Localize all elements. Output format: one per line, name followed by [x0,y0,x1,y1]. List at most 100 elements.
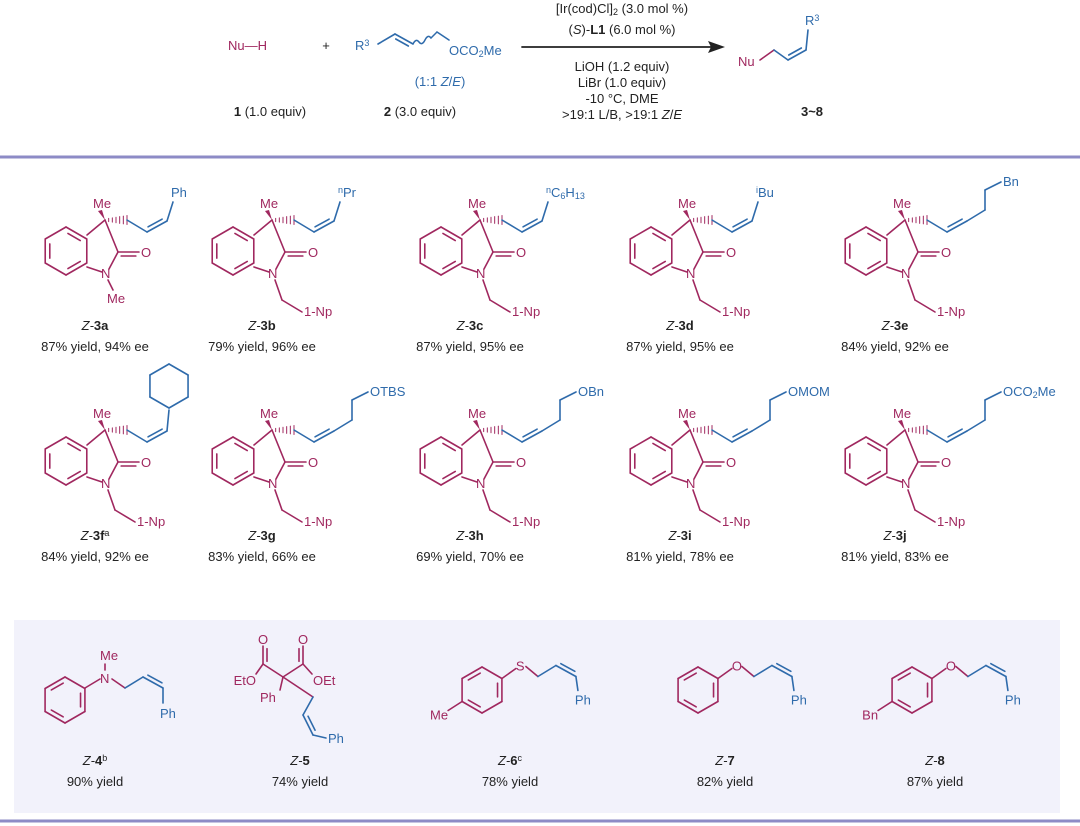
text-segment: 3g [261,528,276,543]
compound-3g-chain [351,391,369,401]
compound-3f-chain [166,409,170,432]
compound-8-bond [931,667,947,680]
compound-3j-c2-n [908,461,919,480]
compound-3g-r-label: OTBS [370,384,406,399]
text-segment: Z- [456,318,470,333]
compound-5-ph-vinyl: Ph [328,731,344,746]
compound-3b-c3-c2 [271,219,286,253]
compound-5-chain [312,734,327,739]
compound-3b-benzene-bond [211,226,234,240]
text-segment: E [452,74,461,89]
compound-3c-benzene-bond [440,262,463,276]
compound-3f-c3-c2 [104,429,119,463]
compound-3e-c3-methyl: Me [893,196,911,211]
compound-6-benzene-inner-bond [467,699,481,708]
compound-3i-ch2-np-bond [699,509,721,523]
text-segment: / [449,74,453,89]
text-segment: 13 [575,191,585,201]
text-segment: (6.0 mol %) [605,22,675,37]
compound-3i-benzene-bond [629,436,652,450]
compound-3e-benzene-bond [844,262,867,276]
compound-7-result: 82% yield [697,774,753,789]
compound-3d-alkene-second [732,218,748,228]
compound-5-alkene [302,714,314,736]
compound-5-ph: Ph [260,690,276,705]
condition-below-2: -10 °C, DME [585,91,658,106]
compound-3a-benzene-inner-bond [67,232,82,242]
text-segment: 3 [364,38,369,48]
compound-4-c-n [84,678,101,689]
text-segment: Z- [882,528,896,543]
compound-8-alkene [985,664,1007,678]
compound-6-bond [447,700,463,712]
text-segment: Z- [667,528,681,543]
compound-3g-benzene-bond [232,472,255,486]
text-segment: R [355,38,364,53]
compound-3f-cyclohexyl-bond [168,363,189,376]
compound-3h-result: 69% yield, 70% ee [416,549,524,564]
text-segment: 3 [814,13,819,23]
compound-3i-oxygen: O [726,455,736,470]
compound-3a-r-label: Ph [171,185,187,200]
compound-3j-benzene-bond [844,472,867,486]
compound-3c-benzene-inner-bond [442,232,457,242]
compound-3j-result: 81% yield, 83% ee [841,549,949,564]
compound-3a-compound-label: Z-3a [81,318,110,333]
compound-3a-benzene-bond [44,226,67,240]
compound-3f-alkene [146,430,168,443]
compound-3g-alkene-second [314,428,330,438]
compound-6-heteroatom: S [516,659,525,674]
compound-3b-benzene-inner-bond [234,232,249,242]
compound-3c-c2-n [483,251,494,270]
text-segment: 6 [510,753,517,768]
compound-3g-benzene-bond [211,472,234,486]
compound-3d-result: 87% yield, 95% ee [626,339,734,354]
text-segment: Me [484,43,502,58]
compound-3a-n-c7a [86,266,103,273]
allyl-double-bond-second [394,38,410,47]
compound-6-compound-label: Z-6c [497,753,523,768]
compound-5-bond [255,663,264,675]
compound-3b-wedge-bond [265,210,272,220]
text-segment: OBn [578,384,604,399]
compound-8-chain [967,664,987,678]
compound-3d-c2-n [693,251,704,270]
compound-3g-c3-c3a [253,429,273,446]
compound-3c-compound-label: Z-3c [456,318,484,333]
compound-6-bond [525,665,539,678]
product-bond [805,29,809,51]
text-segment: i [756,185,758,195]
compound-3i-c3-c3a [671,429,691,446]
compound-3c-benzene-bond [419,262,442,276]
compound-3h-c3-c3a [461,429,481,446]
compound-6-benzene-inner-bond [467,672,481,681]
compound-3g-c3-methyl: Me [260,406,278,421]
compound-3g-c2-n [275,461,286,480]
electrophile-leaving-group: OCO2Me [449,43,502,59]
compound-4-nitrogen: N [100,671,109,686]
reagent-2-label: 2 (3.0 equiv) [384,104,456,119]
compound-3g-ch2-np-bond [281,509,303,523]
compound-3b-nitrogen: N [268,266,277,281]
compound-3f-compound-label: Z-3fa [80,528,110,543]
reagent-1-label: 1 (1.0 equiv) [234,104,306,119]
compound-3j-n-ch2-bond [907,489,916,511]
compound-6-result: 78% yield [482,774,538,789]
compound-8-bond [877,700,893,712]
compound-3e-c3-c3a [886,219,906,236]
text-segment: Z- [80,528,94,543]
compound-3e-benzene-inner-bond [867,260,882,270]
compound-3f-cyclohexyl-bond [149,396,170,409]
compound-3a-oxygen: O [141,245,151,260]
compound-3e-c3-c2 [904,219,919,253]
compound-3f-benzene-inner-bond [67,470,82,480]
compound-3g-n-c7a [253,476,270,483]
compound-3d-ch2-np-bond [699,299,721,313]
compound-3b-benzene-bond [232,262,255,276]
compound-3h-benzene-inner-bond [442,470,457,480]
compound-3j-nitrogen: N [901,476,910,491]
electrophile-r3-label: R3 [355,38,369,53]
product-range-label: 3~8 [801,104,823,119]
compound-3d-alkene [731,220,753,233]
